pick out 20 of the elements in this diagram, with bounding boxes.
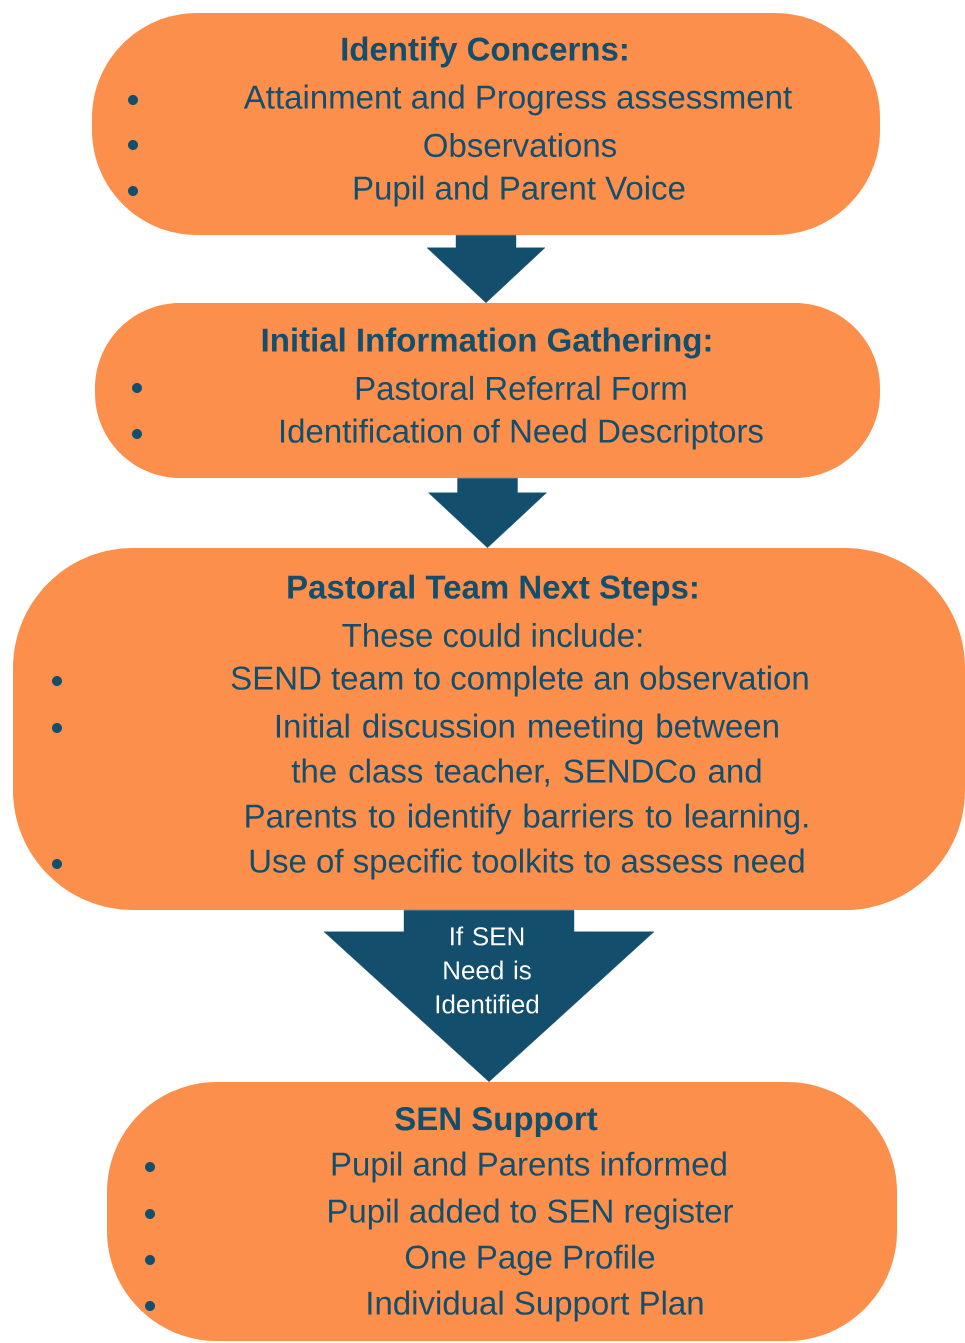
list-item: Initial discussion meeting between the class teacher, SENDCo and Parents to identify barriers to learning. xyxy=(246,713,808,835)
list-item: Use of specific toolkits to assess need xyxy=(250,848,804,880)
list-item: Pupil added to SEN register xyxy=(329,1198,733,1230)
heading: Pastoral Team Next Steps: xyxy=(288,574,697,606)
list-item: SEND team to complete an observation xyxy=(231,665,808,697)
heading: SEN Support xyxy=(395,1107,598,1137)
list-item: Pastoral Referral Form xyxy=(356,375,686,401)
list-item: Individual Support Plan xyxy=(368,1290,703,1322)
heading: Initial Information Gathering: xyxy=(262,327,711,359)
list-item: Observations xyxy=(424,132,616,158)
block-arrow xyxy=(426,235,546,303)
list-item: Attainment and Progress assessment xyxy=(243,84,792,116)
list-item: Identification of Need Descriptors xyxy=(281,418,763,450)
list-item: Pupil and Parents informed xyxy=(332,1151,726,1183)
edge-label: If SEN Need is Identified xyxy=(436,926,539,1014)
heading: Identify Concerns: xyxy=(342,36,627,68)
text-line: These could include: xyxy=(342,622,642,648)
list-item: Pupil and Parent Voice xyxy=(354,175,685,207)
list-item: One Page Profile xyxy=(405,1244,655,1276)
block-arrow xyxy=(428,478,547,548)
